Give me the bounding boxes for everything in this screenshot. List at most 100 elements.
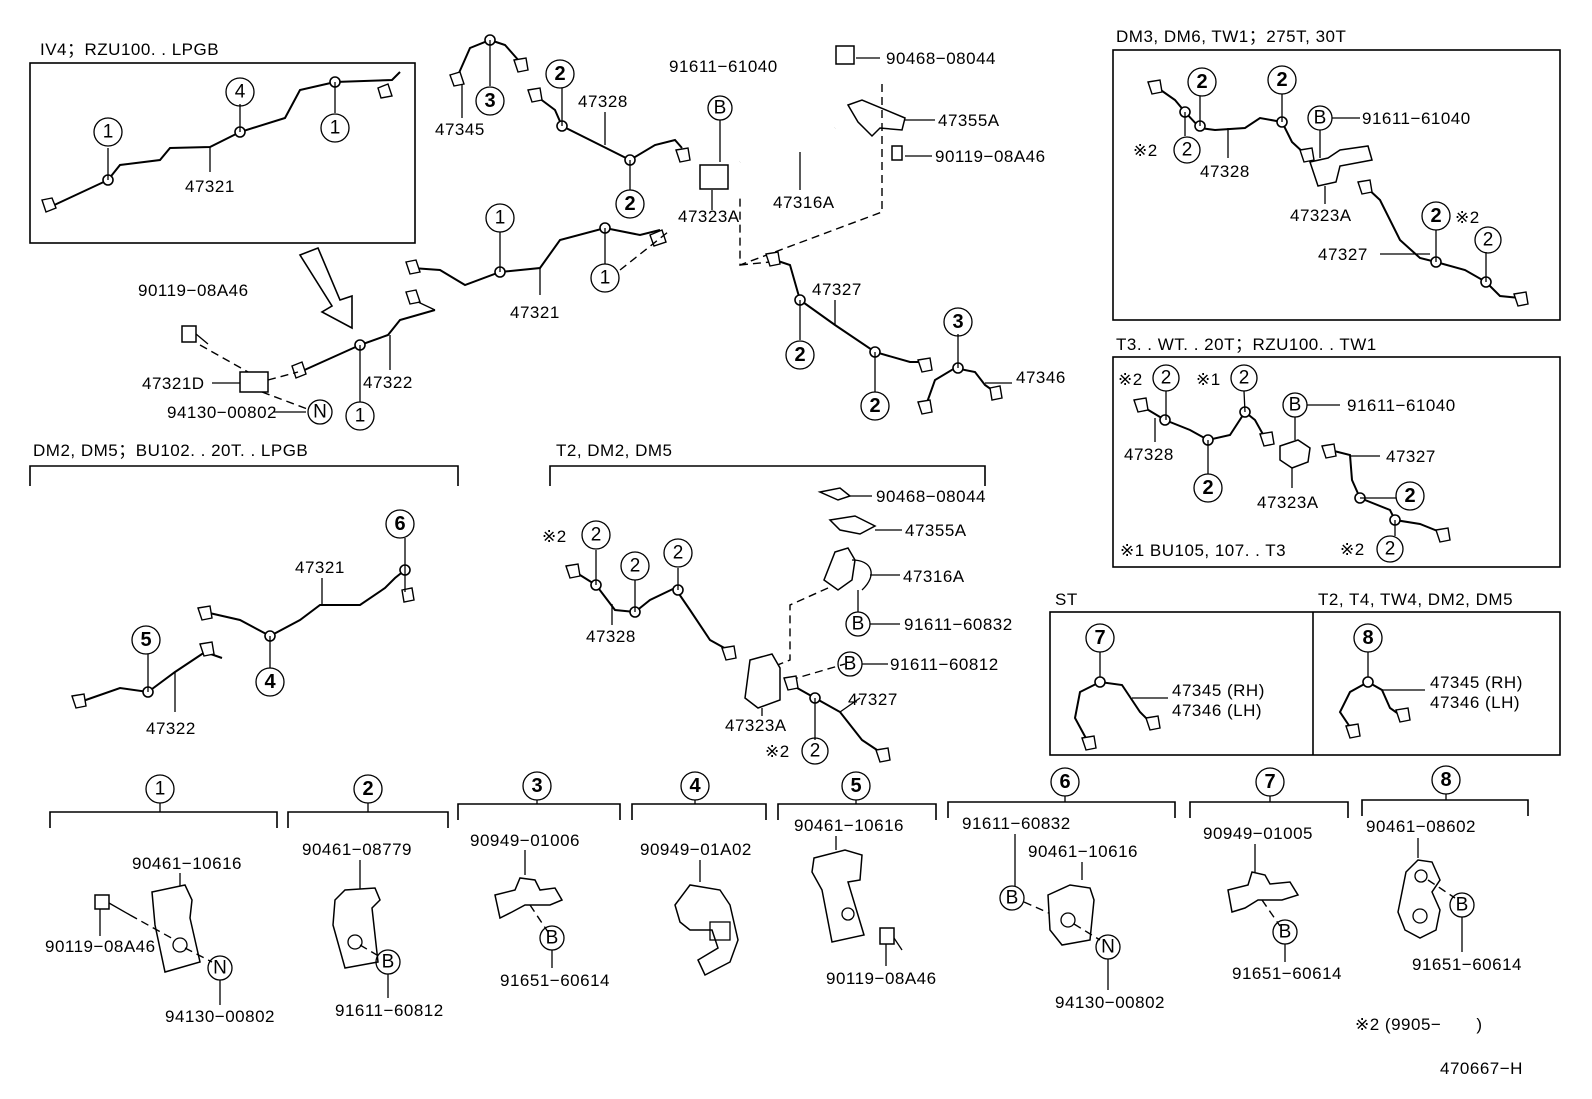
callout-5: 5 [131, 625, 161, 655]
callout-4: 4 [255, 667, 285, 697]
callout-4: 4 [225, 77, 255, 107]
svg-text:2: 2 [630, 556, 641, 577]
bolt-head [181, 325, 197, 343]
svg-text:B: B [382, 952, 395, 973]
callout-2: 2 [353, 774, 383, 804]
note-mark-2: ※2 [542, 527, 567, 546]
nut [377, 83, 393, 99]
tube-47327-t3 [1329, 449, 1441, 533]
svg-text:2: 2 [1182, 140, 1193, 161]
part-label-47355A: 47355A [905, 521, 967, 540]
svg-text:N: N [1101, 937, 1115, 958]
svg-text:3: 3 [531, 775, 542, 797]
assembly-guide [769, 587, 829, 669]
clamp-90461-08602 [1397, 859, 1441, 939]
part-label-91611-61040: 91611−61040 [1347, 396, 1456, 415]
callout-2: 2 [1376, 535, 1404, 563]
svg-text:1: 1 [103, 122, 114, 143]
detail-arrow [298, 246, 353, 330]
tube-47345-t2 [1338, 680, 1401, 731]
svg-text:B: B [844, 654, 857, 675]
nut [649, 229, 667, 247]
svg-text:2: 2 [794, 344, 805, 366]
note-mark-2: ※2 [765, 742, 790, 761]
clip-90468-08044 [835, 45, 855, 65]
svg-text:1: 1 [155, 779, 166, 800]
part-label-47345-rh: 47345 (RH) [1430, 673, 1523, 692]
nut [291, 361, 307, 379]
svg-text:8: 8 [1440, 769, 1451, 791]
callout-2: 2 [785, 340, 815, 370]
svg-text:N: N [313, 402, 327, 423]
svg-text:6: 6 [1059, 771, 1070, 793]
part-label-91611-60812: 91611−60812 [890, 655, 999, 674]
tube-47322 [299, 309, 436, 373]
tube-47328-g3 [571, 569, 729, 651]
callout-2: 2 [545, 59, 575, 89]
part-label-90119-08A46: 90119−08A46 [138, 281, 249, 300]
svg-text:2: 2 [1202, 477, 1213, 499]
part-label-47346-lh: 47346 (LH) [1172, 701, 1262, 720]
svg-text:2: 2 [673, 543, 684, 564]
fitting-47316A [823, 547, 856, 591]
part-label-47346: 47346 [1016, 368, 1066, 387]
svg-text:1: 1 [495, 208, 506, 229]
svg-text:B: B [714, 98, 727, 119]
bracket-47323A [699, 164, 729, 190]
part-label-90949-01005: 90949−01005 [1203, 824, 1313, 843]
svg-text:B: B [1456, 895, 1469, 916]
svg-text:2: 2 [1385, 539, 1396, 560]
callout-N: N [307, 399, 333, 425]
part-label-47323A: 47323A [678, 207, 740, 226]
callout-7: 7 [1255, 767, 1285, 797]
nut [405, 259, 421, 275]
clip-90949-01005 [1227, 871, 1300, 913]
svg-text:B: B [1314, 108, 1327, 129]
svg-text:7: 7 [1094, 627, 1105, 649]
callout-2: 2 [620, 551, 650, 581]
callout-B: B [539, 925, 565, 951]
nut [41, 197, 57, 213]
part-label-91611-61040: 91611−61040 [1362, 109, 1471, 128]
callout-2: 2 [1173, 136, 1201, 164]
part-label-47321: 47321 [295, 558, 345, 577]
part-label-91611-60832: 91611−60832 [904, 615, 1013, 634]
svg-text:B: B [852, 614, 865, 635]
part-label-47328: 47328 [1200, 162, 1250, 181]
bracket-47355A [846, 99, 906, 138]
svg-text:3: 3 [952, 311, 963, 333]
svg-text:B: B [1279, 922, 1292, 943]
note-mark-2: ※2 [1133, 141, 1158, 160]
nut [405, 289, 421, 305]
part-label-47346-lh: 47346 (LH) [1430, 693, 1520, 712]
callout-1: 1 [145, 774, 175, 804]
group-note-bu105: ※1 BU105, 107. . T3 [1120, 541, 1286, 560]
clamp-90461-08779 [332, 887, 381, 969]
bracket-47323A [1279, 439, 1311, 469]
note-mark-1: ※1 [1196, 370, 1221, 389]
bracket-47355A [828, 515, 877, 535]
callout-6: 6 [1050, 767, 1080, 797]
part-label-47323A: 47323A [1290, 206, 1352, 225]
bolt [891, 145, 903, 161]
part-label-47345-rh: 47345 (RH) [1172, 681, 1265, 700]
tube-47328-dm3 [1154, 85, 1306, 155]
group-label-iv4: IV4；RZU100. . LPGB [40, 40, 219, 59]
callout-3: 3 [475, 86, 505, 116]
part-label-90461-10616: 90461−10616 [1028, 842, 1138, 861]
part-label-47327: 47327 [848, 690, 898, 709]
bolt-90119-08A46 [879, 927, 895, 945]
callout-B: B [375, 949, 401, 975]
svg-text:7: 7 [1264, 771, 1275, 793]
inset-box-iv4 [29, 62, 416, 244]
callout-1: 1 [93, 117, 123, 147]
callout-B: B [707, 95, 733, 121]
callout-B: B [1307, 105, 1333, 131]
callout-2: 2 [1267, 65, 1297, 95]
drawing-number: 470667−H [1440, 1059, 1523, 1078]
callout-2: 2 [581, 520, 611, 550]
callout-1: 1 [485, 203, 515, 233]
svg-text:2: 2 [1196, 71, 1207, 93]
svg-text:1: 1 [355, 406, 366, 427]
